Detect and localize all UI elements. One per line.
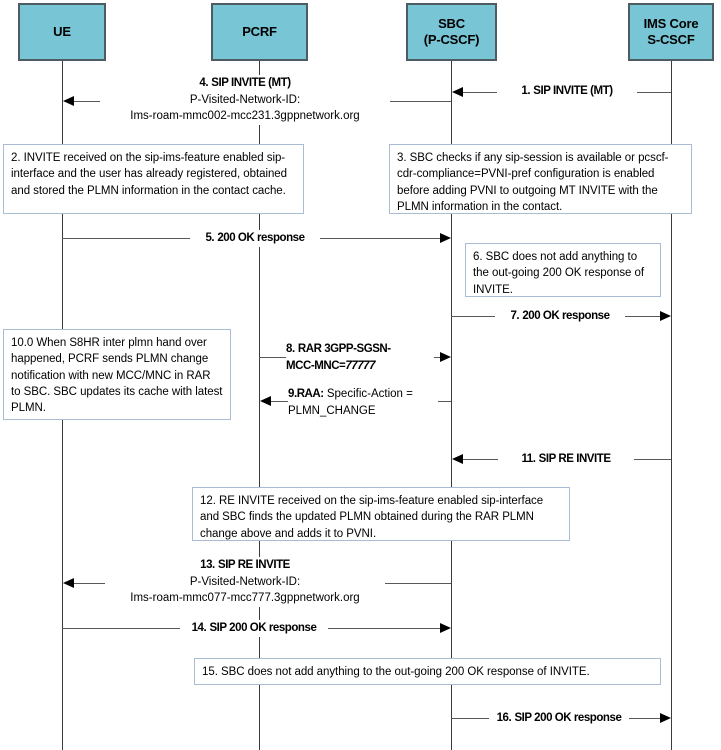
message-9-name: RAA: — [296, 388, 324, 400]
message-label-8: 8. RAR 3GPP-SGSN- MCC-MNC=77777 — [286, 341, 434, 375]
message-8-line2: MCC-MNC=77777 — [286, 358, 434, 375]
message-arrowhead-13 — [63, 578, 74, 588]
message-8-line1: 8. RAR 3GPP-SGSN- — [286, 341, 434, 358]
message-arrowhead-11 — [452, 454, 463, 464]
note-box-2: 2. INVITE received on the sip-ims-featur… — [3, 144, 304, 214]
message-8-number: 8. — [286, 343, 295, 355]
message-16-text: SIP 200 OK response — [514, 712, 622, 724]
message-9-line1: 9.RAA: Specific-Action = — [288, 386, 438, 403]
message-13-line2: P-Visited-Network-ID: — [189, 575, 301, 588]
message-arrowhead-1 — [452, 87, 463, 97]
actor-label-sbc-line1: SBC — [438, 15, 465, 31]
lifeline-ims — [671, 61, 672, 750]
message-arrowhead-9 — [260, 396, 271, 406]
message-4-line1: 4. SIP INVITE (MT) — [100, 75, 390, 92]
message-7-number: 7. — [510, 310, 520, 322]
message-4-text: SIP INVITE (MT) — [211, 77, 291, 89]
message-5-text: 200 OK response — [217, 232, 305, 244]
actor-box-ue[interactable]: UE — [18, 3, 106, 61]
message-14-text: SIP 200 OK response — [209, 622, 317, 634]
message-9-line2: PLMN_CHANGE — [288, 404, 376, 417]
actor-box-ims[interactable]: IMS Core S-CSCF — [628, 3, 714, 61]
note-box-10: 10.0 When S8HR inter plmn hand over happ… — [3, 329, 231, 420]
message-11-number: 11. — [521, 453, 536, 465]
message-8-value: 77777 — [345, 359, 376, 372]
message-arrowhead-7 — [660, 311, 671, 321]
message-1-number: 1. — [521, 85, 531, 97]
message-13-line1: 13. SIP RE INVITE — [105, 557, 385, 574]
message-9-rest: Specific-Action = — [323, 388, 413, 400]
message-arrowhead-4 — [63, 96, 74, 106]
message-line-13 — [74, 583, 117, 584]
message-4-line2: P-Visited-Network-ID: — [189, 93, 301, 106]
message-label-4: 4. SIP INVITE (MT) P-Visited-Network-ID:… — [100, 75, 390, 126]
note-box-3: 3. SBC checks if any sip-session is avai… — [389, 144, 692, 214]
message-13-line3: Ims-roam-mmc077-mcc777.3gppnetwork.org — [130, 592, 360, 605]
actor-box-sbc[interactable]: SBC (P-CSCF) — [406, 3, 497, 61]
message-label-11: 11. SIP RE INVITE — [498, 451, 634, 468]
message-16-number: 16. — [496, 712, 512, 724]
message-4-line3: Ims-roam-mmc002-mcc231.3gppnetwork.org — [130, 110, 360, 123]
message-arrowhead-16 — [660, 713, 671, 723]
message-4-number: 4. — [199, 77, 209, 89]
lifeline-sbc — [451, 61, 452, 750]
message-5-number: 5. — [205, 232, 215, 244]
note-box-6: 6. SBC does not add anything to the out-… — [465, 243, 661, 297]
message-line-13-right — [384, 583, 451, 584]
message-label-1: 1. SIP INVITE (MT) — [497, 83, 637, 100]
message-9-number: 9. — [288, 388, 297, 400]
actor-label-ims-line2: S-CSCF — [647, 32, 695, 47]
lifeline-pcrf — [259, 61, 260, 750]
message-label-5: 5. 200 OK response — [190, 230, 320, 247]
message-label-14: 14. SIP 200 OK response — [180, 620, 328, 637]
message-13-number: 13. — [200, 559, 215, 571]
message-label-9: 9.RAA: Specific-Action = PLMN_CHANGE — [288, 386, 438, 420]
message-13-text: SIP RE INVITE — [217, 559, 290, 571]
message-arrowhead-5 — [440, 233, 451, 243]
note-box-15: 15. SBC does not add anything to the out… — [194, 658, 661, 685]
message-11-text: SIP RE INVITE — [538, 453, 611, 465]
message-label-13: 13. SIP RE INVITE P-Visited-Network-ID: … — [105, 557, 385, 608]
message-label-16: 16. SIP 200 OK response — [489, 710, 629, 727]
actor-box-pcrf[interactable]: PCRF — [211, 3, 308, 61]
message-line-4-right — [390, 101, 451, 102]
message-8-text: RAR 3GPP-SGSN- — [297, 343, 391, 355]
note-box-12: 12. RE INVITE received on the sip-ims-fe… — [192, 487, 570, 541]
actor-label-sbc-line2: (P-CSCF) — [423, 32, 480, 47]
message-14-number: 14. — [191, 622, 207, 634]
message-1-text: SIP INVITE (MT) — [533, 85, 613, 97]
actor-label-pcrf-line1: PCRF — [242, 23, 277, 39]
actor-label-ims-line1: IMS Core — [643, 15, 699, 31]
message-label-7: 7. 200 OK response — [495, 308, 625, 325]
actor-label-ue-line1: UE — [53, 23, 71, 39]
message-arrowhead-14 — [440, 623, 451, 633]
message-arrowhead-8 — [440, 352, 451, 362]
message-8-attr: MCC-MNC= — [286, 359, 346, 372]
message-7-text: 200 OK response — [522, 310, 610, 322]
